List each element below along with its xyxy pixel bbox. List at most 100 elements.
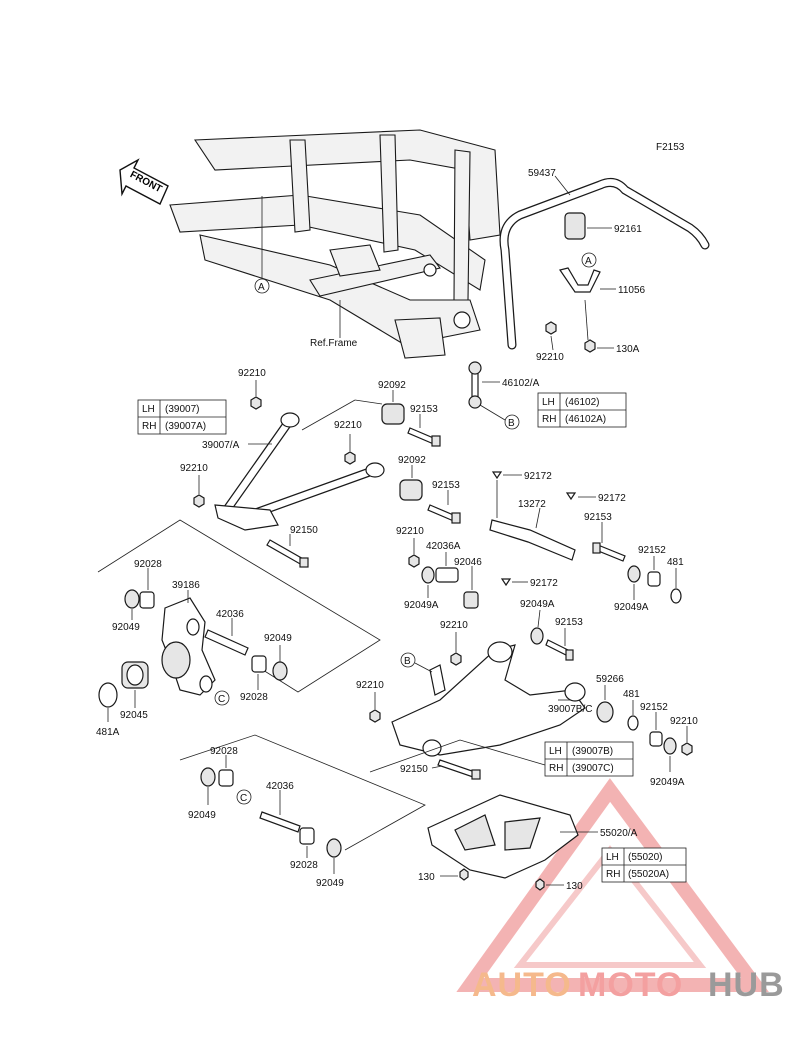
label-92049-d: 92049 — [316, 878, 344, 889]
label-42036-b: 42036 — [266, 781, 294, 792]
leader-line — [554, 175, 571, 196]
label-92210-f: 92210 — [670, 716, 698, 727]
label-92049-b: 92049 — [264, 633, 292, 644]
label-92049-c: 92049 — [188, 810, 216, 821]
knuckle-boss — [199, 675, 213, 693]
upper-arm-table: LH (39007) RH (39007A) — [137, 399, 227, 435]
screw — [500, 578, 512, 587]
hex-nut — [450, 652, 462, 666]
washer — [326, 838, 342, 858]
label-92150-a: 92150 — [290, 525, 318, 536]
washer — [627, 565, 641, 583]
callout-circle — [254, 278, 270, 294]
label-92153-a: 92153 — [410, 404, 438, 415]
table-part: (39007B) — [572, 746, 613, 757]
watermark-inner-triangle — [513, 845, 707, 968]
knuckle-bore — [161, 641, 191, 679]
bolt-head — [565, 649, 574, 661]
lower-arm-mount — [429, 664, 446, 696]
label-481-b: 481 — [623, 689, 640, 700]
front-arrow-icon — [119, 158, 169, 205]
bolt-head — [431, 435, 441, 447]
label-92210-g: 92210 — [356, 680, 384, 691]
bearing-sleeve — [299, 827, 315, 845]
table-side: RH — [606, 869, 620, 880]
label-92210-sb: 92210 — [536, 352, 564, 363]
label-59266: 59266 — [596, 674, 624, 685]
table-part: (46102A) — [565, 414, 606, 425]
label-92092-b: 92092 — [398, 455, 426, 466]
pivot-shaft — [204, 629, 249, 656]
frame-upper-rail — [194, 129, 501, 241]
label-92210-c: 92210 — [180, 463, 208, 474]
callout-circle — [400, 652, 416, 668]
frame-post-3 — [453, 149, 471, 301]
label-92045: 92045 — [120, 710, 148, 721]
table-part: (39007C) — [572, 763, 614, 774]
skid-guard-rib — [504, 817, 541, 851]
circlip — [627, 715, 639, 731]
frame-side-rail — [169, 194, 486, 291]
upper-arm-pivot-rear — [365, 462, 385, 478]
hex-nut — [250, 396, 262, 410]
washer — [200, 767, 216, 787]
label-92172-b: 92172 — [598, 493, 626, 504]
callout-circle — [581, 252, 597, 268]
label-42036a: 42036A — [426, 541, 461, 552]
label-92152-a: 92152 — [638, 545, 666, 556]
lower-arm — [391, 641, 586, 757]
link-end-lower — [468, 395, 482, 409]
guide-plate — [489, 519, 576, 561]
hex-nut — [369, 709, 381, 723]
watermark-moto: MOTO — [578, 966, 683, 1004]
circlip — [98, 682, 118, 708]
label-130a: 130A — [616, 344, 640, 355]
label-92049-a: 92049 — [112, 622, 140, 633]
guard-table: LH (55020) RH (55020A) — [601, 847, 687, 883]
leader-line — [550, 335, 554, 351]
stabilizer-bushing — [564, 212, 586, 240]
table-part: (55020) — [628, 852, 662, 863]
label-130-b: 130 — [566, 881, 583, 892]
label-42036-a: 42036 — [216, 609, 244, 620]
skid-guard — [427, 794, 579, 879]
label-92049a-d: 92049A — [650, 777, 685, 788]
hex-nut — [584, 339, 596, 353]
exploded-view-outline — [179, 734, 426, 851]
label-92028-d: 92028 — [290, 860, 318, 871]
washer — [421, 566, 435, 584]
table-part: (39007) — [165, 404, 199, 415]
table-part: (55020A) — [628, 869, 669, 880]
label-92210-e: 92210 — [440, 620, 468, 631]
frame-mount-hole — [423, 263, 437, 277]
label-92028-a: 92028 — [134, 559, 162, 570]
hex-nut — [193, 494, 205, 508]
bearing-sleeve — [251, 655, 267, 673]
bearing-inner — [126, 664, 144, 686]
upper-arm-knuckle — [214, 504, 279, 531]
label-92152-b: 92152 — [640, 702, 668, 713]
bearing-sleeve — [218, 769, 234, 787]
bolt-long — [266, 539, 306, 566]
leader-line — [354, 399, 383, 405]
bolt-head — [299, 557, 309, 568]
lower-arm-body — [391, 644, 586, 756]
link-end-upper — [468, 361, 482, 375]
sleeve — [435, 567, 459, 583]
washer — [124, 589, 140, 609]
leader-line — [414, 662, 433, 673]
screw — [565, 492, 577, 501]
figure-code: F2153 — [656, 142, 685, 153]
label-92150-b: 92150 — [400, 764, 428, 775]
bearing-sleeve — [139, 591, 155, 609]
watermark-hub: HUB — [708, 966, 785, 1004]
label-92172-a: 92172 — [524, 471, 552, 482]
upper-arm-front-tube-inner — [224, 416, 294, 512]
frame-gusset — [329, 244, 381, 277]
label-92028-b: 92028 — [240, 692, 268, 703]
label-92153-d: 92153 — [555, 617, 583, 628]
watermark-text: AUTO MOTO HUB — [472, 966, 785, 1004]
washer — [530, 627, 544, 645]
